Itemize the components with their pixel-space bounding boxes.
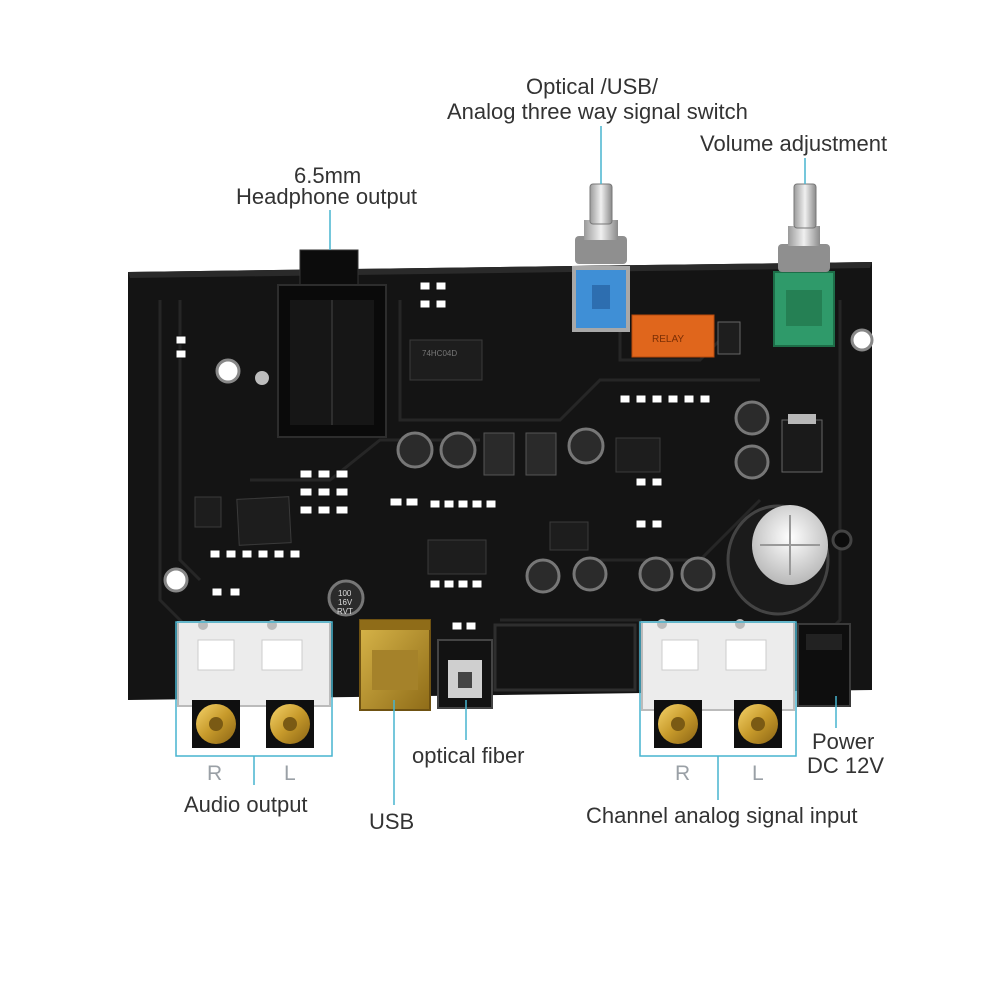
usb-port-icon: [359, 619, 431, 711]
chip-main-label: 74HC04D: [422, 349, 457, 358]
relay-marking: RELAY: [652, 334, 684, 345]
capacitor-2: [439, 431, 477, 469]
label-r-input: R: [675, 762, 691, 785]
optical-port-icon: [437, 639, 493, 709]
rca-jack-icon: [266, 700, 314, 748]
capacitors: 100 16V RVT: [327, 400, 770, 617]
label-switch-line1: Optical /USB/: [526, 74, 659, 99]
label-usb: USB: [369, 809, 415, 834]
cap-marking-3: RVT: [337, 607, 353, 616]
chips: 74HC04D: [194, 339, 823, 575]
capacitor-9: [638, 556, 674, 592]
headphone-jack-icon: [277, 249, 387, 438]
label-volume: Volume adjustment: [700, 131, 888, 156]
rca-jack-icon: [734, 700, 782, 748]
large-capacitor: [726, 504, 853, 616]
capacitor-6: [327, 579, 365, 617]
capacitor-4: [734, 400, 770, 436]
dc-power-jack-icon: [797, 623, 851, 707]
smd-components: [175, 281, 711, 631]
label-l-output: L: [284, 762, 296, 785]
capacitor-1: [396, 431, 434, 469]
cap-marking-1: 100: [338, 589, 352, 598]
cap-marking-2: 16V: [338, 598, 353, 607]
label-channel-input: Channel analog signal input: [586, 803, 858, 828]
label-switch-line2: Analog three way signal switch: [447, 99, 748, 124]
label-headphone-line1: 6.5mm: [294, 163, 362, 188]
callout-lines: [175, 126, 837, 805]
label-l-input: L: [752, 762, 764, 785]
label-headphone-line2: Headphone output: [236, 184, 418, 209]
rca-jack-icon: [654, 700, 702, 748]
relay: RELAY: [631, 314, 741, 358]
label-r-output: R: [207, 762, 223, 785]
label-optical: optical fiber: [412, 743, 525, 768]
rca-jack-icon: [192, 700, 240, 748]
label-power-line2: DC 12V: [807, 753, 885, 778]
capacitor-3: [567, 427, 605, 465]
rca-output-block: [177, 620, 331, 748]
capacitor-8: [572, 556, 608, 592]
capacitor-5: [734, 444, 770, 480]
label-audio-output: Audio output: [184, 792, 308, 817]
label-power-line1: Power: [812, 729, 875, 754]
selector-switch: [572, 183, 630, 332]
rca-input-block: [641, 619, 795, 748]
capacitor-10: [680, 556, 716, 592]
volume-potentiometer: [773, 183, 835, 347]
capacitor-7: [525, 558, 561, 594]
